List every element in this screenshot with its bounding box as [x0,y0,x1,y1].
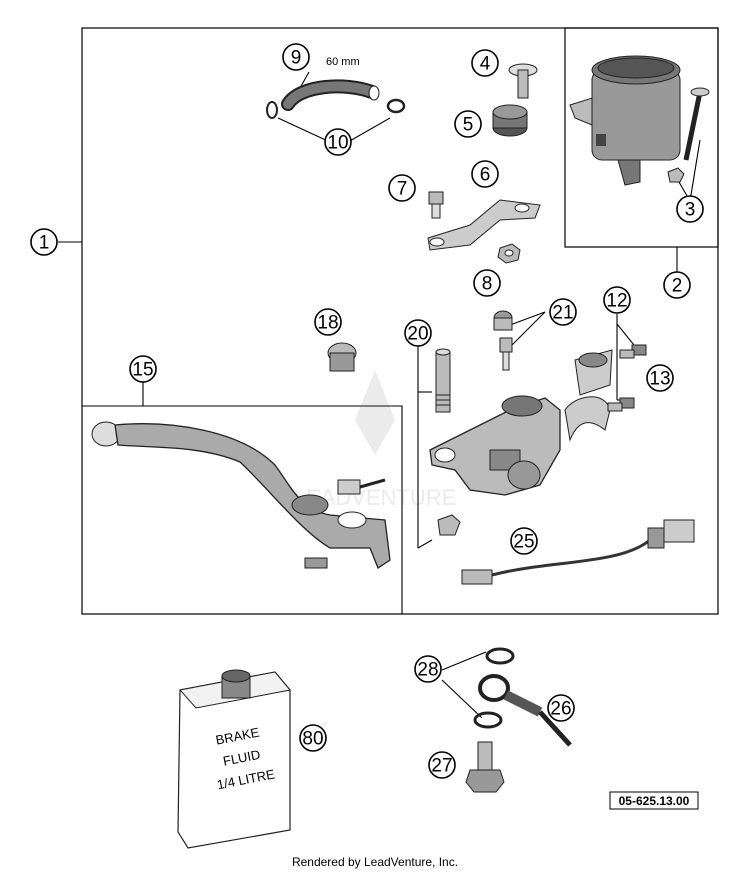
callout-label: 10 [327,133,348,154]
hose-length-label: 60 mm [326,56,360,68]
callout-label: 8 [482,274,493,295]
callout-4: 4 [471,49,499,77]
callout-1: 1 [30,228,58,256]
handlebar-clamp-part [564,349,613,442]
callout-7: 7 [388,174,416,202]
callout-label: 26 [550,699,571,720]
callout-5: 5 [454,110,482,138]
callout-12: 12 [603,286,631,314]
callout-label: 20 [407,324,428,345]
cap-part [327,342,357,372]
callout-label: 7 [397,179,408,200]
callout-label: 15 [132,360,153,381]
callout-26: 26 [547,694,575,722]
diagram-ref-box: 05-625.13.00 [609,791,699,810]
reservoir-part [569,55,681,186]
bracket-part [427,199,541,251]
callout-label: 28 [417,660,438,681]
callout-label: 5 [463,115,474,136]
callout-label: 13 [649,369,670,390]
small-screw-part [428,191,444,219]
pivot-pin-part [435,348,451,413]
clamp-screw-parts [607,344,647,412]
callout-label: 6 [480,165,491,186]
watermark-logo: LEADVENTURE [294,370,456,510]
brake-switch-part [461,519,695,585]
fluid-label-line2: FLUID [222,747,262,769]
clamp-parts [266,98,406,119]
bleeder-valve-part [493,310,513,371]
reservoir-subframe [564,27,719,248]
callout-21: 21 [549,298,577,326]
callout-label: 18 [317,313,338,334]
callout-label: 80 [302,729,323,750]
callout-2: 2 [663,271,691,299]
callout-13: 13 [646,364,674,392]
callout-80: 80 [299,724,327,752]
long-screw-part [667,87,710,183]
screw-part [508,63,538,99]
callout-label: 3 [685,200,696,221]
lever-subframe [82,405,403,614]
brake-fluid-can: BRAKE FLUID 1/4 LITRE [177,669,291,849]
brake-lever-part [91,421,391,569]
callout-8: 8 [473,269,501,297]
callout-9: 9 [282,43,310,71]
hose-part: 60 mm [281,56,380,111]
callout-label: 2 [672,276,683,297]
callout-20: 20 [404,319,432,347]
callout-27: 27 [428,751,456,779]
banjo-bolt-part [465,741,505,793]
callout-15: 15 [129,355,157,383]
master-cylinder-part [429,395,561,536]
bushing-part [492,104,528,137]
brake-line-part [478,674,572,747]
callout-label: 12 [606,291,627,312]
callout-label: 21 [552,303,573,324]
callout-label: 25 [513,532,534,553]
callout-label: 1 [39,233,50,254]
callout-28: 28 [414,655,442,683]
callout-3: 3 [676,195,704,223]
callout-6: 6 [471,160,499,188]
callout-25: 25 [510,527,538,555]
nut-part [497,243,521,264]
footer-credit: Rendered by LeadVenture, Inc. [291,855,459,869]
svg-text:05-625.13.00: 05-625.13.00 [619,794,690,808]
callout-label: 4 [480,54,491,75]
assembly-frame [81,27,719,615]
callout-label: 9 [291,48,302,69]
washer-parts [473,647,515,729]
callout-label: 27 [431,756,452,777]
callout-18: 18 [314,308,342,336]
callout-10: 10 [324,128,352,156]
